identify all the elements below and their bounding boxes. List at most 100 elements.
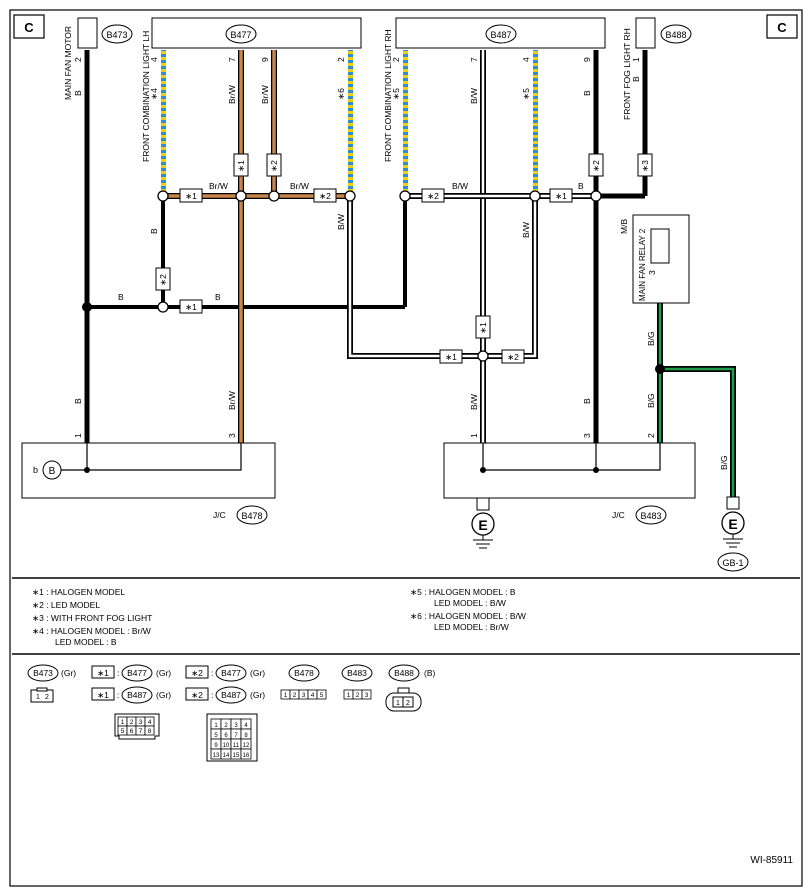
svg-text::: : xyxy=(211,668,213,678)
svg-text:M/B: M/B xyxy=(619,219,629,234)
svg-text:B: B xyxy=(49,466,56,477)
svg-text:3: 3 xyxy=(227,433,237,438)
wire-lh-pin4-blue-yellow xyxy=(161,50,166,196)
marker-m2-rh-vertical: ∗2 xyxy=(588,153,604,177)
svg-text:(Gr): (Gr) xyxy=(156,668,171,678)
svg-text:∗2: ∗2 xyxy=(507,352,519,362)
label-fcl-lh: FRONT COMBINATION LIGHT LH xyxy=(141,31,151,162)
label-fcl-rh: FRONT COMBINATION LIGHT RH xyxy=(383,29,393,162)
svg-text:Br/W: Br/W xyxy=(227,85,237,104)
svg-text:3: 3 xyxy=(647,270,657,275)
svg-text:B: B xyxy=(149,228,159,234)
junction-connector-b483 xyxy=(443,442,696,499)
pin-number: 3 xyxy=(234,723,238,729)
svg-text:B483: B483 xyxy=(640,511,661,521)
connector-b477-housing xyxy=(151,17,362,49)
svg-text:4: 4 xyxy=(149,57,159,62)
svg-text:∗2: ∗2 xyxy=(191,690,203,700)
svg-text:B/W: B/W xyxy=(469,394,479,410)
pin-number: 2 xyxy=(224,723,228,729)
connector-tag-b483: B483 xyxy=(635,505,667,525)
svg-text:B/G: B/G xyxy=(719,455,729,470)
svg-text:∗2: ∗2 xyxy=(158,274,168,286)
pin-number: 3 xyxy=(302,692,306,699)
pin-number: 3 xyxy=(365,692,369,699)
svg-text:B/W: B/W xyxy=(452,181,468,191)
pin-number: 2 xyxy=(130,719,134,726)
svg-text:2: 2 xyxy=(391,57,401,62)
svg-text:B487: B487 xyxy=(490,30,511,40)
pin-number: 1 xyxy=(284,692,288,699)
pin-number: 5 xyxy=(121,728,125,735)
main-fan-relay-box: M/B MAIN FAN RELAY 2 3 xyxy=(619,214,690,304)
svg-text:Br/W: Br/W xyxy=(260,85,270,104)
svg-text:7: 7 xyxy=(227,57,237,62)
svg-text:∗2: ∗2 xyxy=(319,191,331,201)
pin-number: 14 xyxy=(223,753,230,759)
marker-m1-rh-horizontal: ∗1 xyxy=(549,188,573,203)
pin-number: 7 xyxy=(234,733,238,739)
svg-text:∗2: ∗2 xyxy=(191,668,203,678)
svg-text:Br/W: Br/W xyxy=(290,181,309,191)
svg-text:B: B xyxy=(631,76,641,82)
connector-tag-b477: B477 xyxy=(225,24,257,44)
svg-text:2: 2 xyxy=(73,57,83,62)
pin-number: 8 xyxy=(148,728,152,735)
pin-number: 8 xyxy=(244,733,248,739)
svg-text:B: B xyxy=(73,90,83,96)
svg-text:(B): (B) xyxy=(424,668,436,678)
marker-m2-fan-vertical: ∗2 xyxy=(155,267,171,291)
pin-number: 16 xyxy=(243,753,250,759)
svg-text:2: 2 xyxy=(45,694,49,701)
svg-text:B: B xyxy=(582,90,592,96)
pin-number: 6 xyxy=(130,728,134,735)
wire-lh-pin2-blue-yellow xyxy=(348,50,353,196)
jc-label-b483: J/C xyxy=(612,510,625,520)
svg-text:B477: B477 xyxy=(127,668,147,678)
marker-m2-ground-horizontal: ∗2 xyxy=(501,349,525,364)
svg-text:2: 2 xyxy=(646,433,656,438)
svg-text:∗6: ∗6 xyxy=(336,88,346,100)
svg-text:E: E xyxy=(478,517,487,533)
page-border xyxy=(9,9,803,887)
svg-text:B: B xyxy=(118,292,124,302)
svg-text:∗2: ∗2 xyxy=(427,191,439,201)
pin-number: 4 xyxy=(148,719,152,726)
pin-number: 10 xyxy=(223,743,230,749)
pin-number: 11 xyxy=(233,743,240,749)
svg-text:Br/W: Br/W xyxy=(209,181,228,191)
pin-number: 12 xyxy=(243,743,250,749)
marker-m2-lh-horizontal: ∗2 xyxy=(313,188,337,203)
svg-text:B477: B477 xyxy=(230,30,251,40)
corner-label-left: C xyxy=(24,20,34,35)
svg-text:B/W: B/W xyxy=(336,214,346,230)
svg-text:LED MODEL : B/W: LED MODEL : B/W xyxy=(434,598,506,608)
connector-tag-b473: B473 xyxy=(101,24,133,44)
wire-rh-pin4-blue-yellow xyxy=(533,50,538,196)
svg-text:B/W: B/W xyxy=(521,222,531,238)
svg-text:2: 2 xyxy=(406,700,410,707)
svg-text:∗1 : HALOGEN MODEL: ∗1 : HALOGEN MODEL xyxy=(32,587,125,597)
svg-text:MAIN FAN RELAY 2: MAIN FAN RELAY 2 xyxy=(638,228,647,301)
svg-text:B478: B478 xyxy=(294,668,314,678)
pin-number: 6 xyxy=(224,733,228,739)
svg-text::: : xyxy=(117,668,119,678)
svg-text:Br/W: Br/W xyxy=(227,391,237,410)
marker-m2-rh-horizontal: ∗2 xyxy=(421,188,445,203)
svg-text:∗2: ∗2 xyxy=(269,160,279,172)
svg-text:(Gr): (Gr) xyxy=(61,668,76,678)
wire-bw-lh-to-rh xyxy=(347,196,538,359)
ground-symbol-jc: E xyxy=(471,497,495,549)
label-main-fan-motor: MAIN FAN MOTOR xyxy=(63,26,73,100)
svg-text:B/G: B/G xyxy=(646,331,656,346)
pin-number: 13 xyxy=(213,753,220,759)
notes-legend: ∗1 : HALOGEN MODEL ∗2 : LED MODEL ∗3 : W… xyxy=(32,587,526,647)
pin-cell xyxy=(361,689,372,700)
connector-tag-gb1: GB-1 xyxy=(717,552,749,572)
connector-b473-housing xyxy=(77,17,98,49)
marker-m1-ground-horizontal: ∗1 xyxy=(439,349,463,364)
pin-number: 5 xyxy=(320,692,324,699)
